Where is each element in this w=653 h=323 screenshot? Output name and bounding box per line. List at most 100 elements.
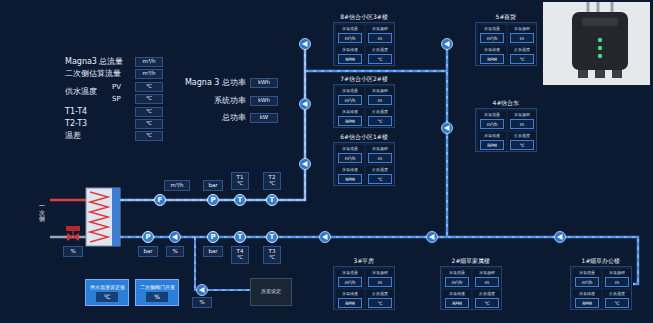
unit-text: ℃ [146,84,152,90]
cell-label: 水泵流量 [484,26,500,32]
unit-text: m [368,95,392,105]
pump-symbol [300,99,311,110]
valve-actuator [66,226,80,231]
sensor-letter: P [210,197,215,204]
cable-gland [578,70,588,78]
cell-label: 水泵扬程 [372,270,388,276]
value-field: ℃ [135,119,163,129]
cable-gland [612,70,622,78]
building-panel: 6#信合小区1#楼水泵流量m³/h水泵扬程m水泵转速RPM介质温度℃ [333,142,395,186]
sensor-value-field: T1℃ [231,172,249,190]
pump-symbol [427,232,438,243]
cell-label: 水泵扬程 [479,270,495,276]
unit-text: m³/h [143,71,156,77]
status-led [598,38,602,42]
pump-data-cell: 水泵扬程m [508,111,536,130]
unit-text: m³/h [480,119,504,129]
unit-text: ℃ [146,121,152,127]
unit-text: m [510,119,534,129]
exchanger-coil [90,192,108,242]
pump-data-cell: 水泵流量m³/h [336,25,364,44]
sensor-symbol: T [234,194,246,206]
pump-symbol [442,39,453,50]
unit-text: ℃ [96,292,119,302]
sensor-letter: T [238,197,243,204]
cell-label: 水泵流量 [342,146,358,152]
cell-label: 介质温度 [372,291,388,297]
cell-label: 水泵转速 [342,47,358,53]
pump-data-cell: 水泵扬程m [473,269,501,288]
value-field: ℃ [135,94,163,104]
unit-text: ℃ [510,140,534,150]
value-field: bar [203,180,223,191]
pump-symbol [320,232,331,243]
sensor-symbol: P [207,231,219,243]
pump-symbol [442,123,453,134]
pump-data-cell: 水泵转速RPM [336,46,364,65]
unit-text: RPM [338,116,362,126]
unit-text: ℃ [269,255,275,261]
unit-text: ℃ [368,298,392,308]
unit-text: kWh [258,80,270,86]
unit-text: RPM [338,298,362,308]
cell-label: 介质温度 [609,291,625,297]
pump-housing [572,12,628,70]
sensor-value-field: T2℃ [263,172,281,190]
pump-data-cell: 介质温度℃ [366,46,394,65]
unit-text: kWh [258,98,270,104]
unit-text: kW [260,115,269,121]
unit-text: RPM [480,54,504,64]
building-panel: 1#烟草办公楼水泵流量m³/h水泵扬程m水泵转速RPM介质温度℃ [570,266,632,310]
control-valve [66,226,80,241]
pump-symbol [170,232,181,243]
pump-data-cell: 水泵流量m³/h [336,87,364,106]
unit-text: ℃ [237,255,243,261]
exchanger-plate [112,188,120,246]
unit-text: RPM [480,140,504,150]
secondary-supply-pipe [120,40,305,200]
unit-text: ℃ [605,298,629,308]
unit-text: m³/h [171,183,184,189]
unit-text: ℃ [368,174,392,184]
pump-data-cell: 水泵转速RPM [443,290,471,309]
pump-data-cell: 介质温度℃ [508,46,536,65]
sensor-value-field: T4℃ [231,246,249,264]
cell-label: 水泵流量 [484,112,500,118]
unit-text: bar [208,183,217,189]
building-name: 6#信合小区1#楼 [340,134,388,140]
unit-text: bar [143,249,152,255]
building-panel: 5#百货水泵流量m³/h水泵扬程m水泵转速RPM介质温度℃ [475,22,537,66]
cell-label: 水泵转速 [484,133,500,139]
building-name: 8#信合小区3#楼 [340,14,388,20]
field-label: 系统功率 [214,96,246,106]
setpoint-button: 二次侧阀门开度% [135,279,179,306]
field-label: 温差 [65,131,81,141]
setpoint-button: 供水温度设定值 ℃ [85,279,129,306]
cell-label: 水泵扬程 [514,26,530,32]
cell-label: 介质温度 [372,47,388,53]
sensor-letter: F [158,197,163,204]
primary-supply-pipe [50,199,86,202]
sensor-letter: P [145,234,150,241]
field-label: T1-T4 [65,107,87,117]
unit-text: m [605,277,629,287]
pumps [170,39,566,296]
pump-data-cell: 水泵流量m³/h [573,269,601,288]
pump-data-cell: 水泵转速RPM [478,46,506,65]
control-panel: 压差设定 [250,278,292,306]
value-field: % [166,246,184,257]
pump-data-cell: 水泵转速RPM [336,290,364,309]
value-field: bar [138,246,158,257]
cell-label: 水泵转速 [449,291,465,297]
unit-text: m³/h [445,277,469,287]
heat-exchanger [86,188,120,246]
cell-label: 水泵转速 [484,47,500,53]
unit-text: ℃ [269,181,275,187]
building-panel: 2#烟草家属楼水泵流量m³/h水泵扬程m水泵转速RPM介质温度℃ [440,266,502,310]
field-label: Magna3 总流量 [65,57,124,67]
setpoint-label: 供水温度设定值 [90,284,125,290]
cell-label: 水泵流量 [342,26,358,32]
cell-label: 介质温度 [372,167,388,173]
sensor-symbol: T [266,231,278,243]
cell-label: 水泵流量 [449,270,465,276]
